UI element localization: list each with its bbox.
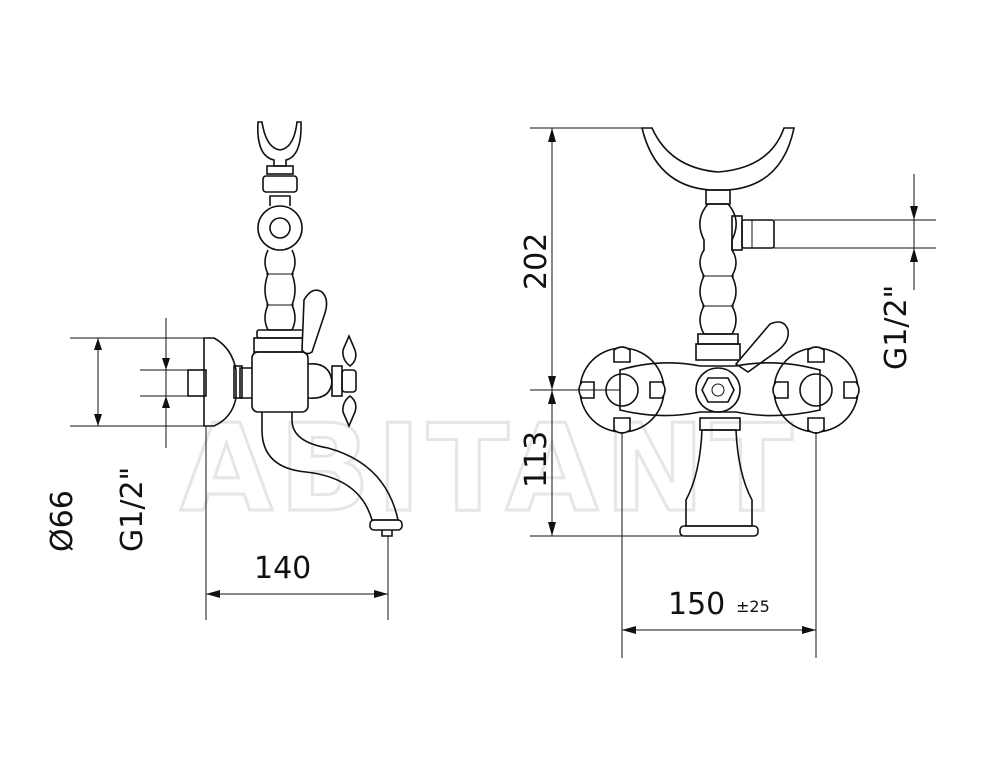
- height-upper-label: 202: [519, 233, 554, 290]
- side-thread-label: G1/2": [115, 467, 150, 552]
- centers-label: 150: [668, 587, 725, 622]
- side-view: [187, 121, 403, 537]
- height-lower-label: 113: [519, 431, 554, 488]
- watermark: ABITANT: [180, 400, 799, 539]
- depth-label: 140: [254, 551, 311, 586]
- centers-tolerance-label: ±25: [736, 597, 770, 616]
- diameter-label: Ø66: [45, 490, 80, 552]
- front-dimensions: [530, 127, 936, 658]
- side-dimensions: [70, 318, 389, 620]
- front-thread-label: G1/2": [879, 285, 914, 370]
